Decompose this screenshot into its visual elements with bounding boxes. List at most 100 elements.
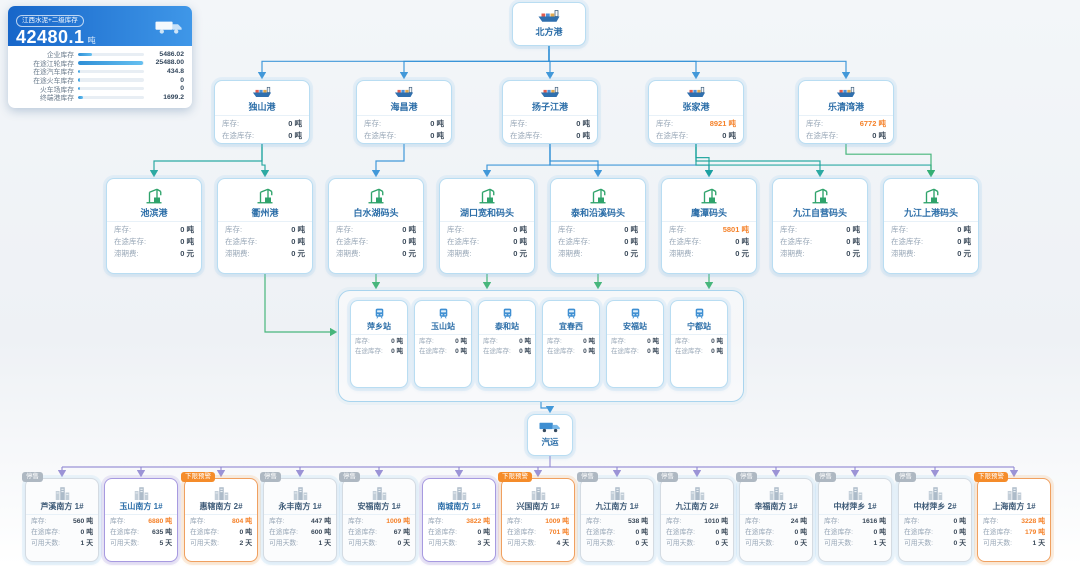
terminal-node[interactable]: 池滨港 库存:0 吨 在途库存:0 吨 滞期费:0 元 — [106, 178, 202, 274]
stock-value: 1010 吨 — [704, 518, 728, 525]
demurrage-label: 滞期费: — [114, 249, 139, 258]
days-value: 1 天 — [873, 539, 886, 547]
stock-value: 538 吨 — [627, 518, 648, 525]
transit-value: 0 吨 — [735, 237, 749, 246]
port-node[interactable]: 海昌港 库存:0 吨 在途库存:0 吨 — [356, 80, 452, 144]
stock-label: 库存: — [780, 225, 798, 234]
stat-row: 终端港库存 1699.2 — [16, 93, 184, 103]
days-value: 0 天 — [635, 539, 648, 547]
dealer-node[interactable]: 停售 幸福南方 1# 库存:24 吨 在途库存:0 吨 可用天数:0 天 — [736, 472, 813, 562]
port-node[interactable]: 独山港 库存:0 吨 在途库存:0 吨 — [214, 80, 310, 144]
stat-bar — [78, 86, 144, 91]
stat-bar — [78, 78, 144, 82]
node-truck-transport[interactable]: 汽运 — [527, 414, 573, 456]
building-icon — [370, 485, 389, 500]
days-label: 可用天数: — [31, 539, 61, 547]
terminal-node[interactable]: 泰和沿溪码头 库存:0 吨 在途库存:0 吨 滞期费:0 元 — [550, 178, 646, 274]
building-icon — [132, 485, 151, 500]
status-tag: 停售 — [22, 472, 43, 483]
stock-value: 0 吨 — [455, 338, 467, 345]
building-icon — [291, 485, 310, 500]
demurrage-label: 滞期费: — [225, 249, 250, 258]
dealer-node[interactable]: 停售 芦溪南方 1# 库存:560 吨 在途库存:0 吨 可用天数:1 天 — [22, 472, 99, 562]
station-node[interactable]: 萍乡站 库存:0 吨 在途库存:0 吨 — [350, 300, 408, 388]
train-icon — [628, 307, 643, 320]
dealer-node[interactable]: 玉山南方 1# 库存:6880 吨 在途库存:635 吨 可用天数:5 天 — [104, 478, 178, 562]
station-node[interactable]: 宜春西 库存:0 吨 在途库存:0 吨 — [542, 300, 600, 388]
building-icon — [767, 485, 786, 500]
stock-value: 0 吨 — [391, 338, 403, 345]
dealer-node[interactable]: 停售 安福南方 1# 库存:1009 吨 在途库存:67 吨 可用天数:0 天 — [339, 472, 416, 562]
terminal-node[interactable]: 鹰潭码头 库存:5801 吨 在途库存:0 吨 滞期费:0 元 — [661, 178, 757, 274]
stock-label: 库存: — [269, 518, 285, 525]
stock-value: 0 吨 — [430, 119, 444, 128]
transit-label: 在途库存: — [269, 528, 299, 536]
transit-label: 在途库存: — [348, 528, 378, 536]
terminal-node[interactable]: 白水湖码头 库存:0 吨 在途库存:0 吨 滞期费:0 元 — [328, 178, 424, 274]
transit-value: 0 吨 — [430, 131, 444, 140]
days-value: 1 天 — [318, 539, 331, 547]
station-node[interactable]: 泰和站 库存:0 吨 在途库存:0 吨 — [478, 300, 536, 388]
stock-label: 库存: — [824, 518, 840, 525]
stock-label: 库存: — [675, 338, 690, 345]
node-north-port[interactable]: 北方港 — [512, 2, 586, 46]
node-title: 萍乡站 — [367, 322, 391, 331]
node-title: 张家港 — [682, 102, 710, 112]
demurrage-value: 0 元 — [624, 249, 638, 258]
days-value: 0 天 — [953, 539, 966, 547]
days-label: 可用天数: — [666, 539, 696, 547]
transit-value: 635 吨 — [151, 528, 172, 536]
train-icon — [372, 307, 387, 320]
terminal-node[interactable]: 湖口宽和码头 库存:0 吨 在途库存:0 吨 滞期费:0 元 — [439, 178, 535, 274]
node-title: 安福站 — [623, 322, 647, 331]
transit-label: 在途库存: — [611, 348, 639, 356]
ship-icon — [684, 86, 708, 99]
node-title: 独山港 — [248, 102, 276, 112]
dealer-node[interactable]: 停售 中材萍乡 1# 库存:1616 吨 在途库存:0 吨 可用天数:1 天 — [815, 472, 892, 562]
demurrage-value: 0 元 — [957, 249, 971, 258]
stock-value: 0 吨 — [624, 225, 638, 234]
dealer-node[interactable]: 停售 永丰南方 1# 库存:447 吨 在途库存:600 吨 可用天数:1 天 — [260, 472, 337, 562]
transit-label: 在途库存: — [656, 131, 689, 140]
dealer-node[interactable]: 下限预警 上海南方 1# 库存:3228 吨 在途库存:179 吨 可用天数:1… — [974, 472, 1051, 562]
days-label: 可用天数: — [904, 539, 934, 547]
dealer-node[interactable]: 南城南方 1# 库存:3822 吨 在途库存:0 吨 可用天数:3 天 — [422, 478, 496, 562]
status-tag: 停售 — [260, 472, 281, 483]
station-node[interactable]: 安福站 库存:0 吨 在途库存:0 吨 — [606, 300, 664, 388]
terminal-node[interactable]: 九江自营码头 库存:0 吨 在途库存:0 吨 滞期费:0 元 — [772, 178, 868, 274]
ship-icon — [538, 86, 562, 99]
transit-label: 在途库存: — [507, 528, 537, 536]
port-node[interactable]: 乐清湾港 库存:6772 吨 在途库存:0 吨 — [798, 80, 894, 144]
ship-icon — [392, 86, 416, 99]
stock-label: 库存: — [891, 225, 909, 234]
transit-value: 179 吨 — [1024, 528, 1045, 536]
status-tag: 停售 — [895, 472, 916, 483]
transit-label: 在途库存: — [510, 131, 543, 140]
dealer-node[interactable]: 停售 中材萍乡 2# 库存:0 吨 在途库存:0 吨 可用天数:0 天 — [895, 472, 972, 562]
station-node[interactable]: 宁都站 库存:0 吨 在途库存:0 吨 — [670, 300, 728, 388]
ship-icon — [536, 9, 562, 24]
days-label: 可用天数: — [110, 539, 140, 547]
port-node[interactable]: 张家港 库存:8921 吨 在途库存:0 吨 — [648, 80, 744, 144]
train-icon — [436, 307, 451, 320]
terminal-node[interactable]: 衢州港 库存:0 吨 在途库存:0 吨 滞期费:0 元 — [217, 178, 313, 274]
dealer-node[interactable]: 下限预警 兴国南方 1# 库存:1009 吨 在途库存:701 吨 可用天数:4… — [498, 472, 575, 562]
dealer-name: 南城南方 1# — [437, 502, 481, 511]
train-icon — [500, 307, 515, 320]
dealer-node[interactable]: 停售 九江南方 1# 库存:538 吨 在途库存:0 吨 可用天数:0 天 — [577, 472, 654, 562]
station-node[interactable]: 玉山站 库存:0 吨 在途库存:0 吨 — [414, 300, 472, 388]
status-tag: 停售 — [657, 472, 678, 483]
dealer-node[interactable]: 下限预警 惠辖南方 2# 库存:804 吨 在途库存:0 吨 可用天数:2 天 — [181, 472, 258, 562]
transit-label: 在途库存: — [669, 237, 702, 246]
node-title: 扬子江港 — [531, 102, 568, 112]
transit-label: 在途库存: — [891, 237, 924, 246]
stock-label: 库存: — [558, 225, 576, 234]
terminal-node[interactable]: 九江上港码头 库存:0 吨 在途库存:0 吨 滞期费:0 元 — [883, 178, 979, 274]
stock-label: 库存: — [428, 518, 444, 525]
dealer-node[interactable]: 停售 九江南方 2# 库存:1010 吨 在途库存:0 吨 可用天数:0 天 — [657, 472, 734, 562]
port-node[interactable]: 扬子江港 库存:0 吨 在途库存:0 吨 — [502, 80, 598, 144]
transit-value: 0 吨 — [953, 528, 966, 536]
transit-value: 0 吨 — [80, 528, 93, 536]
